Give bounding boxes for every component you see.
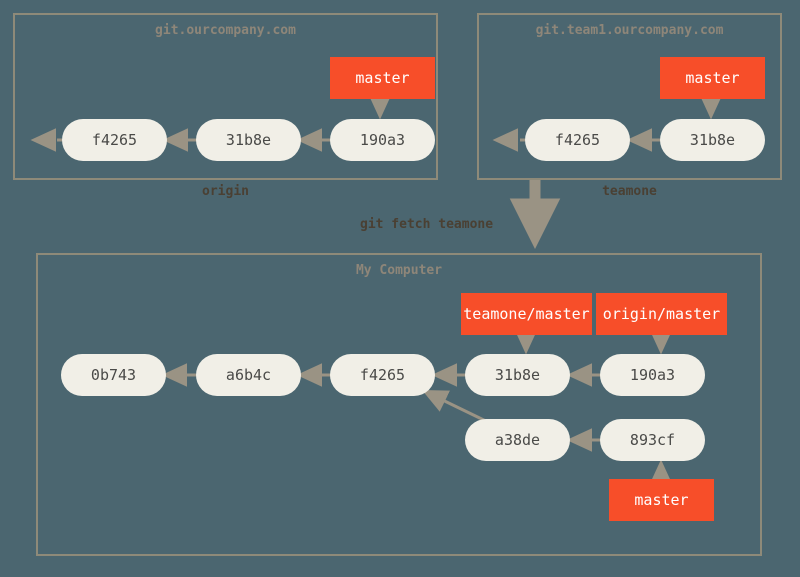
commit-node[interactable]: 190a3 <box>330 119 435 161</box>
panel-teamone-title: git.team1.ourcompany.com <box>535 23 724 38</box>
panel-origin-caption: origin <box>202 184 249 199</box>
panel-origin: git.ourcompany.com <box>13 13 438 180</box>
commit-node[interactable]: a6b4c <box>196 354 301 396</box>
panel-teamone: git.team1.ourcompany.com <box>477 13 782 180</box>
panel-origin-title: git.ourcompany.com <box>155 23 296 38</box>
commit-node[interactable]: a38de <box>465 419 570 461</box>
commit-node[interactable]: 31b8e <box>660 119 765 161</box>
git-fetch-command-label: git fetch teamone <box>360 217 494 232</box>
branch-label[interactable]: master <box>609 479 714 521</box>
commit-node[interactable]: 893cf <box>600 419 705 461</box>
branch-label[interactable]: teamone/master <box>461 293 592 335</box>
branch-label[interactable]: master <box>660 57 765 99</box>
branch-label[interactable]: master <box>330 57 435 99</box>
commit-node[interactable]: 31b8e <box>465 354 570 396</box>
commit-node[interactable]: 190a3 <box>600 354 705 396</box>
commit-node[interactable]: f4265 <box>330 354 435 396</box>
commit-node[interactable]: f4265 <box>62 119 167 161</box>
panel-my-computer: My Computer <box>36 253 762 556</box>
panel-my-computer-title: My Computer <box>355 263 443 278</box>
commit-node[interactable]: 0b743 <box>61 354 166 396</box>
commit-node[interactable]: f4265 <box>525 119 630 161</box>
panel-teamone-caption: teamone <box>602 184 657 199</box>
branch-label[interactable]: origin/master <box>596 293 727 335</box>
commit-node[interactable]: 31b8e <box>196 119 301 161</box>
